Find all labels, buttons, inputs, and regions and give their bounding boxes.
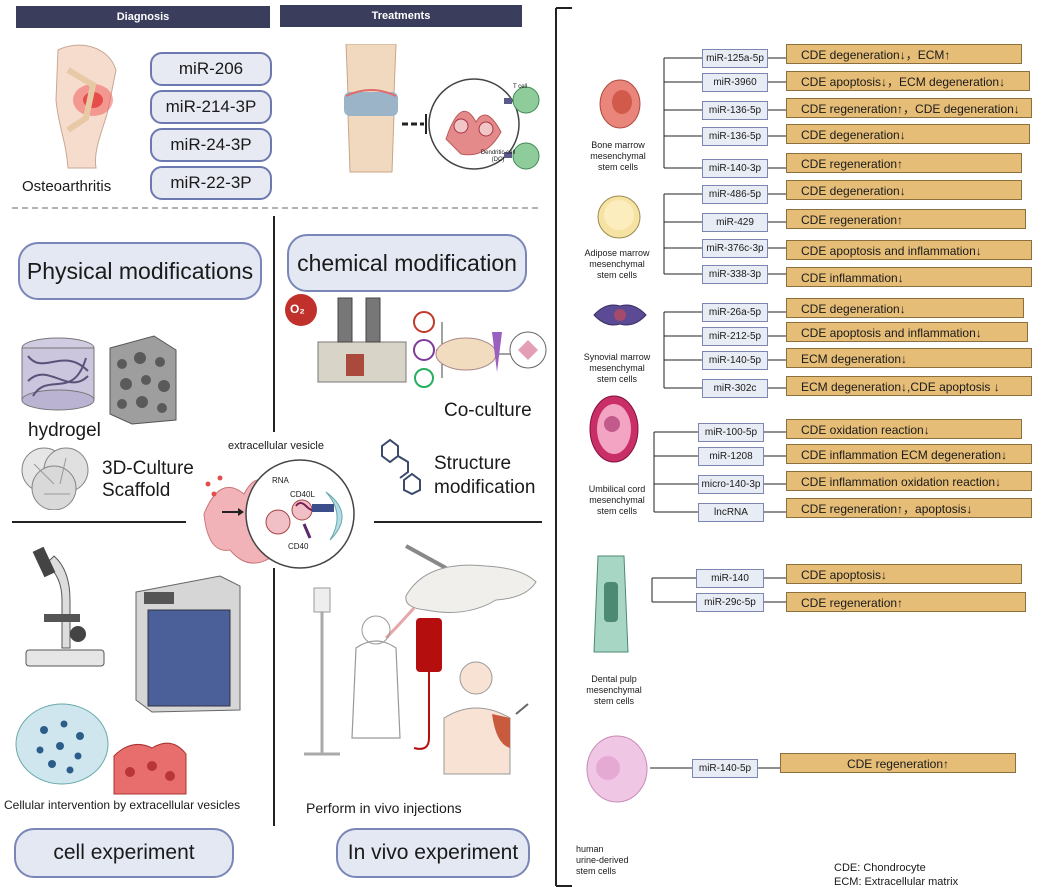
synovial-cell-icon bbox=[593, 304, 647, 326]
treatments-header: Treatments bbox=[280, 5, 522, 27]
mir-box: miR-140-3p bbox=[702, 159, 768, 178]
effect-box: CDE inflammation↓ bbox=[786, 267, 1032, 287]
umbilical-cord-label: Umbilical cord mesenchymal stem cells bbox=[588, 484, 646, 516]
adipose-cell-icon bbox=[597, 195, 641, 239]
mir-box: miR-486-5p bbox=[702, 185, 768, 204]
effect-box: CDE regeneration↑ bbox=[780, 753, 1016, 773]
ev-rna-label: RNA bbox=[272, 476, 289, 485]
effect-box: CDE degeneration↓ bbox=[786, 298, 1024, 318]
osteoarthritis-knee-icon bbox=[55, 44, 117, 169]
mir-box: miR-136-5p bbox=[702, 101, 768, 120]
cell-experiment-caption: Cellular intervention by extracellular v… bbox=[4, 798, 241, 812]
3d-scaffold-icon bbox=[21, 447, 89, 510]
effect-box: CDE degeneration↓，ECM↑ bbox=[786, 44, 1022, 64]
porous-scaffold-icon bbox=[109, 335, 177, 425]
structure-line2: modification bbox=[434, 477, 536, 498]
in-vivo-caption: Perform in vivo injections bbox=[306, 800, 462, 816]
adipose-marrow-label: Adipose marrow mesenchymal stem cells bbox=[584, 248, 650, 280]
mir-box: miR-100-5p bbox=[698, 423, 764, 442]
petri-dish-icon bbox=[15, 703, 109, 785]
effect-box: CDE regeneration↑，CDE degeneration↓ bbox=[786, 98, 1032, 118]
ev-cd40-label: CD40 bbox=[288, 542, 309, 551]
marker-mir-24-3p: miR-24-3P bbox=[150, 128, 272, 162]
scaffold-label: 3D-Culture Scaffold bbox=[102, 458, 194, 502]
dental-pulp-cell-icon bbox=[593, 555, 629, 653]
effect-box: ECM degeneration↓ bbox=[786, 348, 1032, 368]
structure-line1: Structure bbox=[434, 453, 512, 474]
effect-box: CDE regeneration↑ bbox=[786, 592, 1026, 612]
t-cell-label: T cell bbox=[513, 84, 528, 90]
marker-mir-22-3p: miR-22-3P bbox=[150, 166, 272, 200]
diagnosis-header: Diagnosis bbox=[16, 6, 270, 28]
mir-box: miR-212-5p bbox=[702, 327, 768, 346]
mir-box: miR-26a-5p bbox=[702, 303, 768, 322]
dental-pulp-label: Dental pulp mesenchymal stem cells bbox=[586, 674, 642, 706]
effect-box: CDE degeneration↓ bbox=[786, 124, 1030, 144]
coculture-illustration bbox=[317, 297, 547, 388]
mir-box: miR-136-5p bbox=[702, 127, 768, 146]
legend-cde: CDE: Chondrocyte bbox=[834, 862, 926, 874]
mir-box: miR-140-5p bbox=[692, 759, 758, 778]
mir-box: miR-140 bbox=[696, 569, 764, 588]
oxygen-icon bbox=[285, 294, 317, 326]
umbilical-cord-cell-icon bbox=[589, 395, 639, 463]
mir-box: miR-3960 bbox=[702, 73, 768, 92]
effect-box: CDE apoptosis and inflammation↓ bbox=[786, 322, 1028, 342]
mir-box: miR-302c bbox=[702, 379, 768, 398]
mir-box: miR-1208 bbox=[698, 447, 764, 466]
legend-ecm: ECM: Extracellular matrix bbox=[834, 876, 959, 888]
synovial-marrow-label: Synovial marrow mesenchymal stem cells bbox=[583, 352, 651, 384]
effect-box: CDE oxidation reaction↓ bbox=[786, 419, 1022, 439]
coculture-label: Co-culture bbox=[444, 400, 532, 421]
effect-box: CDE regeneration↑，apoptosis↓ bbox=[786, 498, 1032, 518]
mir-box: miR-125a-5p bbox=[702, 49, 768, 68]
mir-box: miR-140-5p bbox=[702, 351, 768, 370]
mir-box: miR-338-3p bbox=[702, 265, 768, 284]
in-vivo-experiment-title: In vivo experiment bbox=[336, 828, 530, 878]
effect-box: CDE regeneration↑ bbox=[786, 209, 1026, 229]
mir-box: miR-29c-5p bbox=[696, 593, 764, 612]
hydrogel-icon bbox=[21, 337, 95, 411]
in-vivo-injection-illustration bbox=[304, 544, 537, 775]
incubator-icon bbox=[135, 575, 241, 713]
mir-box: miR-429 bbox=[702, 213, 768, 232]
treatment-illustration bbox=[344, 44, 540, 173]
marker-mir-214-3p: miR-214-3P bbox=[150, 90, 272, 124]
effect-box: CDE degeneration↓ bbox=[786, 180, 1022, 200]
microscope-icon bbox=[25, 546, 105, 667]
extracellular-vesicle-illustration bbox=[203, 459, 355, 569]
effect-box: CDE apoptosis↓，ECM degeneration↓ bbox=[786, 71, 1030, 91]
marker-mir-206: miR-206 bbox=[150, 52, 272, 86]
scaffold-label-line1: 3D-Culture bbox=[102, 458, 194, 479]
physical-modifications-title: Physical modifications bbox=[18, 242, 262, 300]
effect-box: CDE inflammation ECM degeneration↓ bbox=[786, 444, 1032, 464]
osteoarthritis-label: Osteoarthritis bbox=[22, 178, 112, 195]
effect-box: CDE apoptosis and inflammation↓ bbox=[786, 240, 1032, 260]
mir-box: lncRNA bbox=[698, 503, 764, 522]
stem-cell-connector-lines bbox=[650, 57, 786, 769]
chemical-modification-title: chemical modification bbox=[287, 234, 527, 292]
urine-derived-cell-icon bbox=[586, 735, 648, 803]
hydrogel-label: hydrogel bbox=[28, 420, 101, 441]
oxygen-label: O₂ bbox=[290, 302, 305, 316]
scaffold-label-line2: Scaffold bbox=[102, 480, 171, 501]
dc-label: Dendritic cell (DC) bbox=[480, 150, 516, 163]
structure-modification-label: Structure modification bbox=[434, 452, 535, 500]
molecule-structure-icon bbox=[381, 438, 421, 496]
effect-box: CDE inflammation oxidation reaction↓ bbox=[786, 471, 1032, 491]
tissue-cells-icon bbox=[113, 742, 187, 795]
effect-box: ECM degeneration↓,CDE apoptosis ↓ bbox=[786, 376, 1032, 396]
urine-derived-label: human urine-derived stem cells bbox=[576, 844, 629, 876]
effect-box: CDE apoptosis↓ bbox=[786, 564, 1022, 584]
ev-title: extracellular vesicle bbox=[228, 440, 324, 452]
cell-experiment-title: cell experiment bbox=[14, 828, 234, 878]
mir-box: micro-140-3p bbox=[698, 475, 764, 494]
mir-box: miR-376c-3p bbox=[702, 239, 768, 258]
bone-marrow-label: Bone marrow mesenchymal stem cells bbox=[590, 140, 646, 172]
ev-cd40l-label: CD40L bbox=[290, 490, 315, 499]
effect-box: CDE regeneration↑ bbox=[786, 153, 1022, 173]
legend: CDE: Chondrocyte ECM: Extracellular matr… bbox=[834, 861, 958, 889]
bone-marrow-cell-icon bbox=[599, 79, 641, 129]
